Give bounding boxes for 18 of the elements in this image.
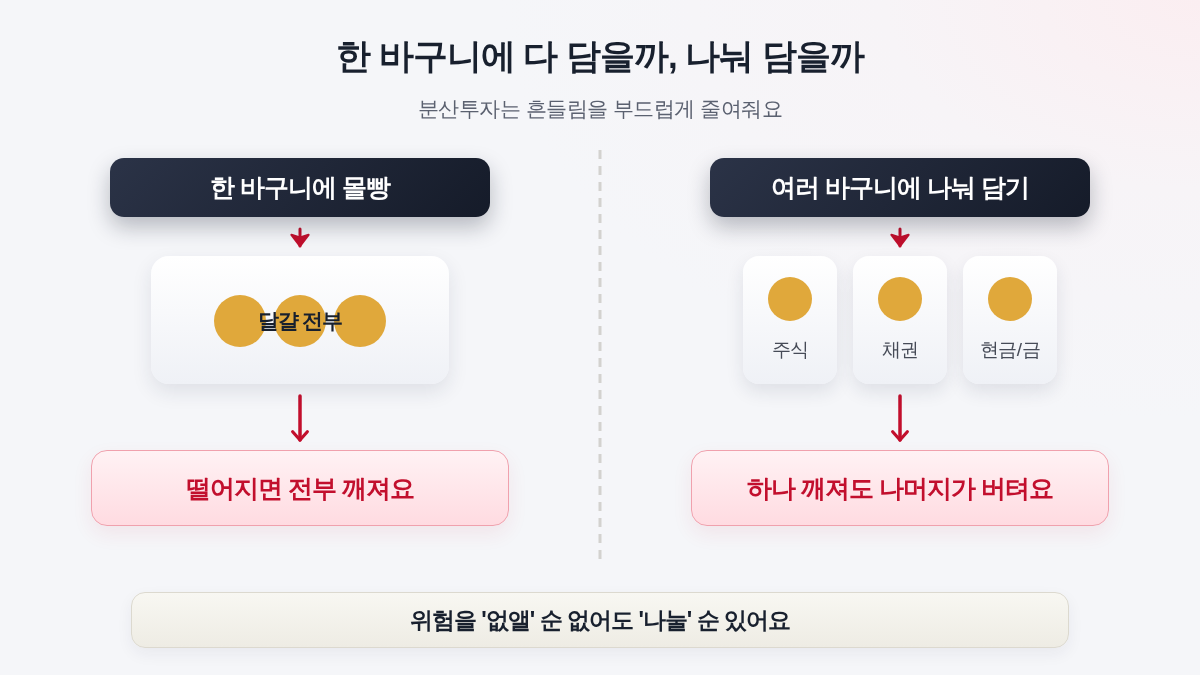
header-box: 한 바구니에 몰빵 [110,158,490,217]
egg-box [151,256,449,384]
card-label: 채권 [881,338,919,362]
title: 한 바구니에 다 담을까, 나눠 담을까 [335,35,865,77]
card-label: 주식 [771,338,809,362]
asset-card [963,256,1057,384]
asset-card [853,256,947,384]
note-banner: 위험을 '없앨' 순 없어도 '나눌' 순 있어요 [131,592,1069,648]
result-box: 떨어지면 전부 깨져요 [91,450,509,526]
arrow [891,394,909,442]
header-box: 여러 바구니에 나눠 담기 [710,158,1090,217]
chevron-arrow [290,227,310,248]
arrow [291,394,309,442]
result-box: 하나 깨져도 나머지가 버텨요 [691,450,1109,526]
card-label: 현금/금 [979,338,1041,362]
asset-card [743,256,837,384]
subtitle: 분산투자는 흔들림을 부드럽게 줄여줘요 [417,96,783,122]
chevron-arrow [890,227,910,248]
